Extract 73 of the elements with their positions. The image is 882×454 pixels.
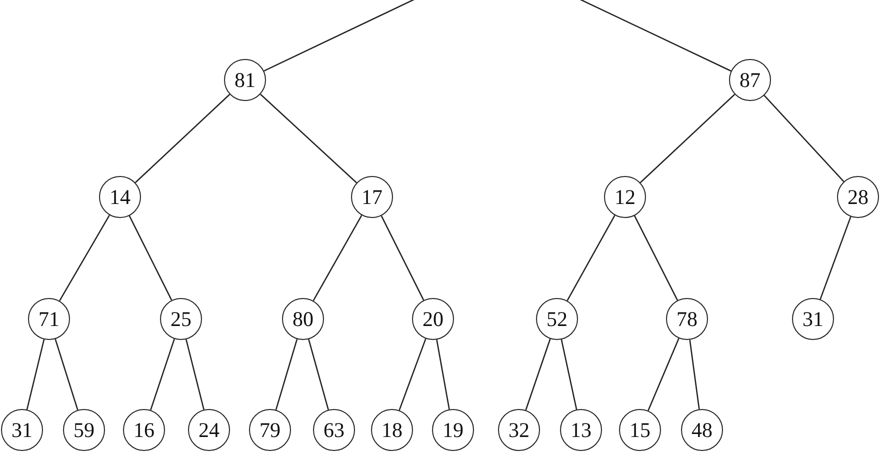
node-value: 31 <box>802 306 824 332</box>
node-value: 87 <box>740 68 760 92</box>
tree-node-circle <box>729 59 771 101</box>
tree-node-circle <box>792 298 834 340</box>
node-value: 24 <box>198 418 220 442</box>
tree-edge <box>186 339 204 410</box>
node-value: 17 <box>362 184 382 210</box>
tree-edge <box>764 94 844 182</box>
tree-node-circle <box>560 409 602 451</box>
tree-node-circle <box>604 176 646 218</box>
node-value: 25 <box>170 306 192 332</box>
node-value: 28 <box>848 184 868 210</box>
tree-node-circle <box>351 176 393 218</box>
tree-edge <box>640 94 736 184</box>
tree-node-circle <box>160 298 202 340</box>
node-value: 79 <box>260 418 280 442</box>
tree-node-circle <box>371 409 413 451</box>
node-value: 81 <box>234 68 256 92</box>
tree-edge <box>648 338 680 411</box>
tree-edge <box>308 339 329 410</box>
tree-edge <box>54 338 78 410</box>
node-value: 31 <box>12 418 32 442</box>
node-value: 14 <box>110 184 130 210</box>
node-value: 16 <box>134 418 154 442</box>
tree-node-circle <box>224 59 266 101</box>
tree-edge <box>275 338 298 410</box>
tree-node-circle <box>619 409 661 451</box>
tree-node-circle <box>123 409 165 451</box>
tree-node-circle <box>837 176 879 218</box>
tree-node-circle <box>249 409 291 451</box>
tree-node-circle <box>1 409 43 451</box>
node-value: 13 <box>570 418 592 442</box>
node-value: 15 <box>630 418 650 442</box>
node-value: 12 <box>614 184 636 210</box>
tree-edge <box>380 216 424 300</box>
node-value: 80 <box>292 306 314 332</box>
tree-edge <box>59 214 110 302</box>
tree-edge <box>436 340 450 410</box>
node-value: 32 <box>508 418 530 442</box>
node-value: 52 <box>546 306 568 332</box>
tree-node-circle <box>188 409 230 451</box>
tree-edge <box>398 338 426 411</box>
tree-edge <box>560 339 578 410</box>
tree-node-circle <box>681 409 723 451</box>
node-value: 78 <box>676 306 698 332</box>
node-value: 19 <box>442 418 464 442</box>
tree-edge <box>128 216 172 300</box>
tree-node-circle <box>313 409 355 451</box>
tree-edge <box>312 214 362 302</box>
node-value: 59 <box>74 418 94 442</box>
tree-node-circle <box>28 298 70 340</box>
tree-node-circle <box>63 409 105 451</box>
node-value: 63 <box>324 418 344 442</box>
tree-edge <box>634 215 678 301</box>
tree-node-circle <box>99 176 141 218</box>
tree-edge <box>260 94 357 184</box>
tree-node-circle <box>432 409 474 451</box>
tree-edge <box>566 215 616 301</box>
node-value: 71 <box>38 306 60 332</box>
tree-edge <box>134 94 230 184</box>
node-value: 20 <box>422 306 444 332</box>
tree-edge <box>820 216 852 300</box>
tree-node-circle <box>282 298 324 340</box>
node-value: 48 <box>692 418 712 442</box>
tree-node-circle <box>666 298 708 340</box>
tree-node-circle <box>536 298 578 340</box>
tree-node-circle <box>498 409 540 451</box>
tree-edge <box>525 338 551 410</box>
tree-edge <box>150 338 175 410</box>
tree-edge <box>26 339 45 410</box>
tree-node-circle <box>412 298 454 340</box>
tree-edge <box>689 340 700 410</box>
node-value: 18 <box>382 418 402 442</box>
